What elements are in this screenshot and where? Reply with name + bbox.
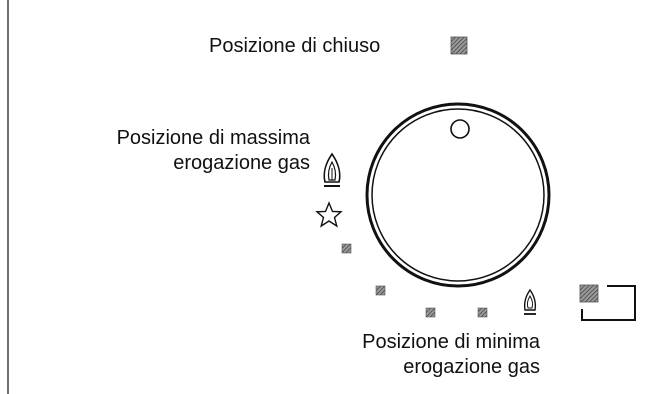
knob-indicator-dot: [450, 119, 470, 139]
max-flow-label-line1: Posizione di massima: [116, 127, 310, 149]
closed-position-label: Posizione di chiuso: [209, 35, 381, 57]
position-marker: [341, 243, 352, 254]
max-flame-icon: [323, 152, 341, 187]
position-marker: [425, 307, 436, 318]
position-marker: [477, 307, 488, 318]
star-icon: [315, 201, 343, 228]
knob-dial: [365, 102, 551, 288]
position-marker: [375, 285, 386, 296]
min-flow-label-line1: Posizione di minima: [362, 331, 540, 353]
max-flow-label-line2: erogazione gas: [173, 152, 310, 174]
closed-bracket-symbol: [579, 284, 636, 321]
closed-position-marker: [450, 36, 468, 55]
min-flow-label-line2: erogazione gas: [403, 356, 540, 378]
min-flame-icon: [523, 288, 537, 315]
